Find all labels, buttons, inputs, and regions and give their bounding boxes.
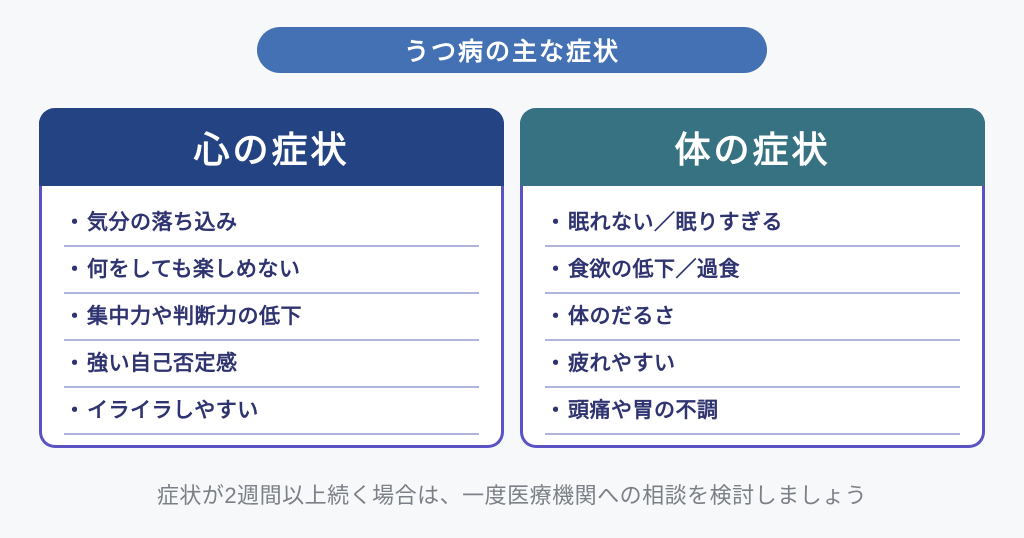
symptom-label: 集中力や判断力の低下 xyxy=(87,305,302,328)
list-item: ・ 気分の落ち込み xyxy=(64,200,479,247)
symptom-label: 何をしても楽しめない xyxy=(87,258,301,281)
symptom-label: イライラしやすい xyxy=(87,399,259,422)
bullet-icon: ・ xyxy=(545,399,566,422)
list-item: ・ 何をしても楽しめない xyxy=(64,247,479,294)
card-physical-list: ・ 眠れない／眠りすぎる ・ 食欲の低下／過食 ・ 体のだるさ ・ 疲れやすい … xyxy=(523,186,982,445)
page-title: うつ病の主な症状 xyxy=(257,27,767,73)
card-physical-header: 体の症状 xyxy=(520,108,985,186)
bullet-icon: ・ xyxy=(545,352,566,375)
footer-note: 症状が2週間以上続く場合は、一度医療機関への相談を検討しましょう xyxy=(156,483,868,508)
list-item: ・ 集中力や判断力の低下 xyxy=(64,294,479,341)
card-mental-list: ・ 気分の落ち込み ・ 何をしても楽しめない ・ 集中力や判断力の低下 ・ 強い… xyxy=(42,186,501,445)
symptom-label: 強い自己否定感 xyxy=(87,352,238,375)
symptom-label: 気分の落ち込み xyxy=(87,211,238,234)
bullet-icon: ・ xyxy=(64,399,85,422)
list-item: ・ 強い自己否定感 xyxy=(64,341,479,388)
title-banner-container: うつ病の主な症状 xyxy=(0,27,1024,73)
bullet-icon: ・ xyxy=(545,211,566,234)
card-mental-symptoms: 心の症状 ・ 気分の落ち込み ・ 何をしても楽しめない ・ 集中力や判断力の低下… xyxy=(39,108,504,448)
list-item: ・ 食欲の低下／過食 xyxy=(545,247,960,294)
card-mental-header: 心の症状 xyxy=(39,108,504,186)
bullet-icon: ・ xyxy=(64,352,85,375)
list-item: ・ 体のだるさ xyxy=(545,294,960,341)
bullet-icon: ・ xyxy=(64,305,85,328)
bullet-icon: ・ xyxy=(64,211,85,234)
card-physical-symptoms: 体の症状 ・ 眠れない／眠りすぎる ・ 食欲の低下／過食 ・ 体のだるさ ・ 疲… xyxy=(520,108,985,448)
symptom-label: 食欲の低下／過食 xyxy=(568,258,740,281)
list-item: ・ イライラしやすい xyxy=(64,388,479,435)
list-item: ・ 眠れない／眠りすぎる xyxy=(545,200,960,247)
list-item: ・ 疲れやすい xyxy=(545,341,960,388)
bullet-icon: ・ xyxy=(545,305,566,328)
bullet-icon: ・ xyxy=(545,258,566,281)
symptom-label: 体のだるさ xyxy=(568,305,676,328)
bullet-icon: ・ xyxy=(64,258,85,281)
symptom-label: 眠れない／眠りすぎる xyxy=(568,211,783,234)
symptom-label: 疲れやすい xyxy=(568,352,676,375)
list-item: ・ 頭痛や胃の不調 xyxy=(545,388,960,435)
symptom-cards-container: 心の症状 ・ 気分の落ち込み ・ 何をしても楽しめない ・ 集中力や判断力の低下… xyxy=(39,108,985,448)
symptom-label: 頭痛や胃の不調 xyxy=(568,399,719,422)
